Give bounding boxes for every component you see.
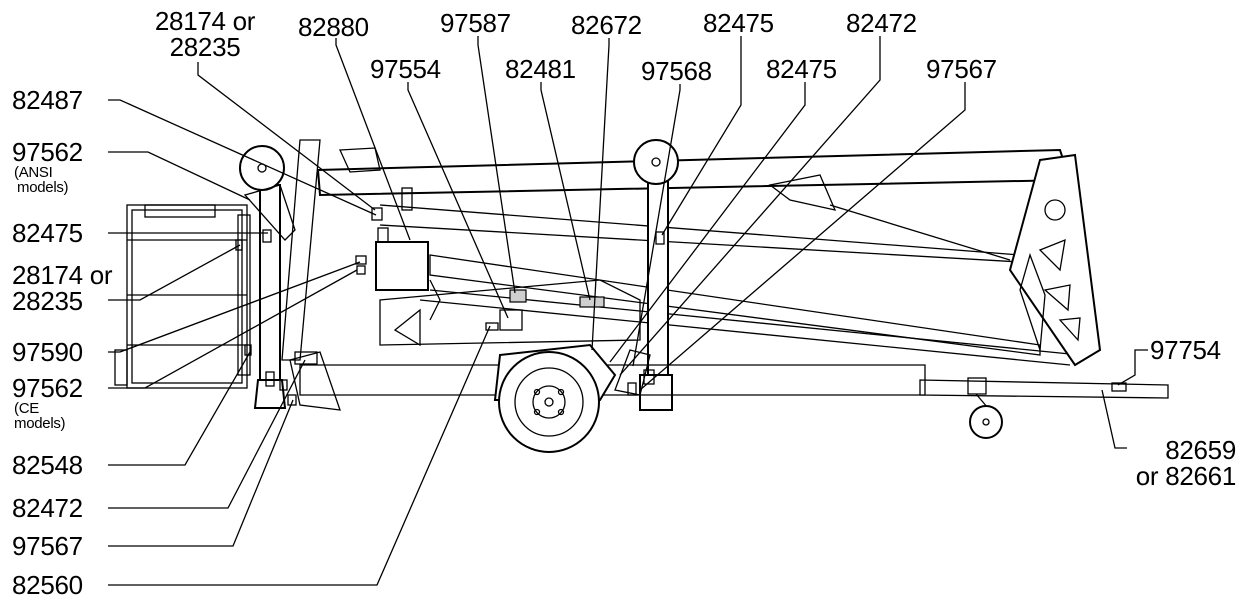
part-label-82560: 82560 [12, 570, 83, 600]
part-label-82672: 82672 [571, 10, 642, 40]
part-label-82880: 82880 [298, 12, 369, 42]
part-label-82487: 82487 [12, 85, 83, 115]
part-label-97590: 97590 [12, 337, 83, 367]
part-label-82548: 82548 [12, 450, 83, 480]
machine-drawing [114, 139, 1169, 453]
label-line1: 28174 or [12, 260, 113, 290]
left-linkage [281, 139, 341, 411]
label-line2: or 82661 [1135, 461, 1237, 491]
note-line1: (ANSI [14, 164, 53, 181]
upper-boom [316, 147, 1072, 263]
caster-wheel [969, 393, 1003, 439]
part-label-82475-top-a: 82475 [703, 8, 774, 38]
chassis [299, 343, 1169, 401]
turret [355, 241, 641, 347]
part-label-97554: 97554 [370, 54, 441, 84]
ce-models-note: (CE models) [14, 400, 66, 432]
part-label-82472-top: 82472 [846, 8, 917, 38]
label-line1: 28174 or [154, 6, 256, 36]
note-line2: models) [14, 415, 66, 432]
platform-basket [114, 204, 251, 389]
part-label-82475-top-b: 82475 [766, 54, 837, 84]
part-label-82475-left: 82475 [12, 218, 83, 248]
part-label-97568: 97568 [641, 56, 712, 86]
note-line2: models) [17, 179, 69, 196]
ansi-models-note: (ANSI models) [14, 164, 69, 196]
part-label-82472-left: 82472 [12, 493, 83, 523]
part-label-97562-ansi: 97562 [12, 137, 83, 167]
main-wheel [498, 351, 600, 453]
label-line2: 28235 [169, 32, 241, 62]
right-mast [614, 139, 679, 411]
part-label-97754: 97754 [1150, 335, 1221, 365]
leader-lines [108, 36, 1148, 586]
part-label-97587: 97587 [440, 8, 511, 38]
boom-end-bracket [1008, 153, 1102, 367]
part-label-97567-top: 97567 [926, 54, 997, 84]
note-line1: (CE [14, 400, 39, 417]
left-mast [235, 145, 296, 409]
part-label-28174-or-28235-left: 28174 or 28235 [12, 260, 113, 316]
part-label-97562-ce: 97562 [12, 373, 83, 403]
label-line1: 82659 [1165, 435, 1236, 465]
part-label-82481: 82481 [505, 54, 576, 84]
part-label-97567-left: 97567 [12, 531, 83, 561]
mid-boom [419, 254, 1081, 366]
label-line2: 28235 [12, 286, 83, 316]
part-label-82659-or-82661: 82659 or 82661 [1108, 435, 1237, 491]
part-label-28174-or-28235-top: 28174 or 28235 [150, 8, 260, 60]
